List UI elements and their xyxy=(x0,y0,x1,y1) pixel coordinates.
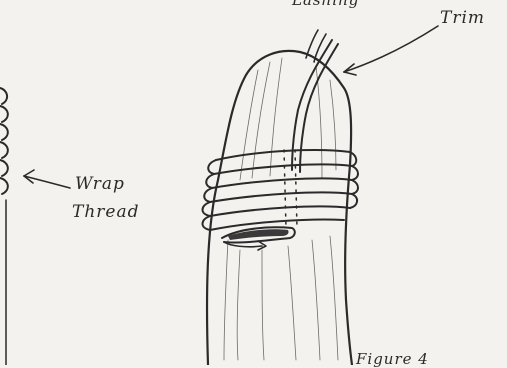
wrap-label: Wrap xyxy=(75,174,125,194)
top-cut-label: Lashing xyxy=(292,0,359,9)
trim-arrow xyxy=(344,26,438,75)
thread-label: Thread xyxy=(72,202,140,222)
hidden-line-dots xyxy=(284,150,297,228)
rod-grain xyxy=(224,58,338,360)
wrap-arrow xyxy=(24,170,70,188)
figure-caption: Figure 4 xyxy=(356,350,429,368)
trim-label: Trim xyxy=(440,8,485,28)
left-coil-wraps xyxy=(0,88,8,365)
